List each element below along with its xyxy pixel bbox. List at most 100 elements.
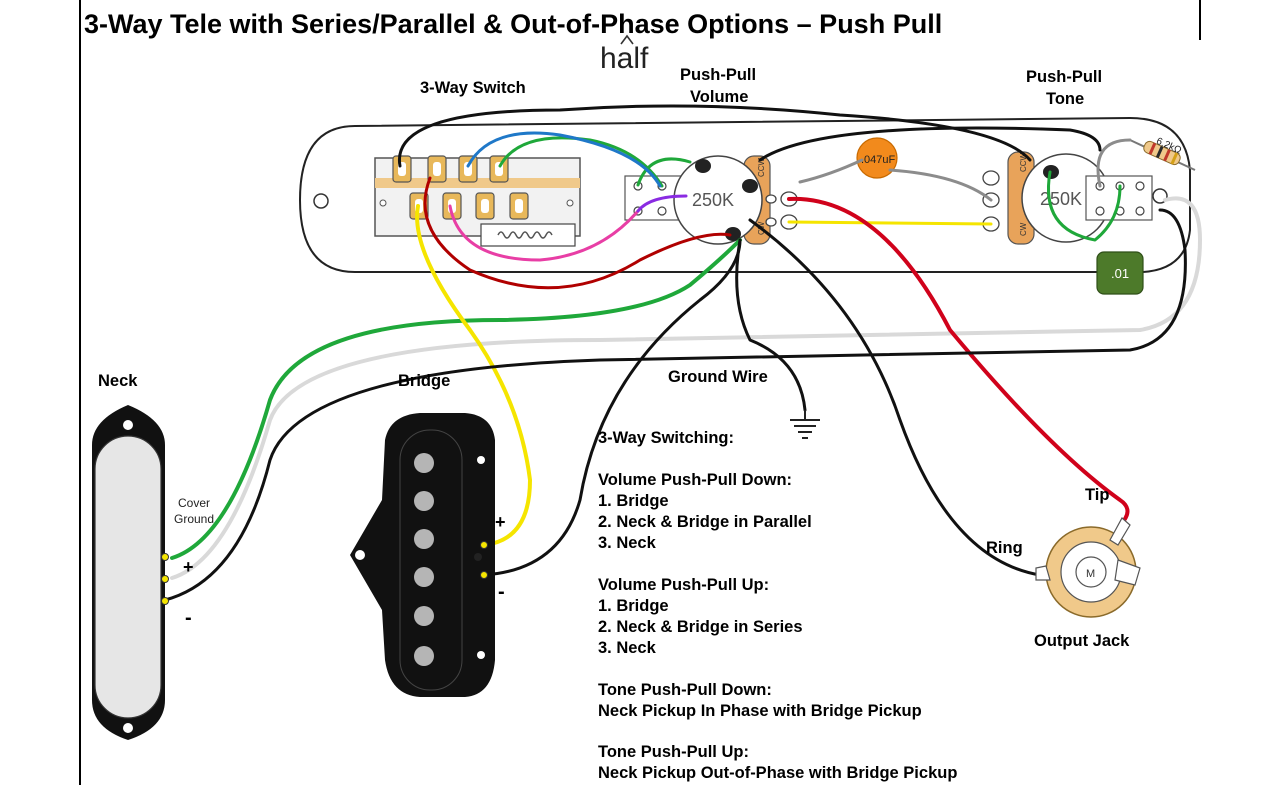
capacitor-047-label: .047uF — [861, 154, 896, 166]
notes-switching-heading: 3-Way Switching: — [598, 429, 734, 447]
capacitor-047: .047uF — [856, 137, 898, 179]
jack-tip-lug — [1109, 517, 1131, 546]
switch-mount-hole-right — [566, 199, 574, 207]
tip-label: Tip — [1085, 486, 1109, 504]
volume-pot-ccw-label: CCW — [757, 157, 766, 177]
bridge-plus-label: + — [495, 512, 506, 532]
wire-magenta — [448, 204, 640, 262]
jack-center-label: M — [1086, 568, 1095, 580]
wire-red-tip — [787, 196, 1130, 527]
tone-label-line1: Push-Pull — [1026, 68, 1102, 86]
wire-yellow-vol-tone — [787, 220, 993, 226]
tone-pot-cw-label: CW — [1019, 222, 1028, 236]
bridge-pickup: Bridge + - — [350, 372, 506, 697]
wires — [163, 104, 1202, 602]
bridge-mount-hole-left — [355, 550, 365, 560]
switch-mount-hole-left — [379, 199, 387, 207]
wire-white-neck — [170, 196, 1202, 580]
bridge-polepiece-3 — [414, 529, 434, 549]
bridge-polepiece-6 — [414, 646, 434, 666]
neck-terminal-minus — [161, 597, 169, 605]
neck-mount-hole-top — [123, 420, 133, 430]
ground-wire-label: Ground Wire — [668, 368, 768, 386]
wire-green-switch — [498, 136, 664, 188]
cover-ground-label-line1: Cover — [178, 496, 210, 510]
notes-vol-down-item-2: 2. Neck & Bridge in Parallel — [598, 513, 812, 531]
volume-pot-body — [673, 155, 763, 245]
wire-black-neck-ground — [163, 208, 1187, 602]
output-jack: Tip Ring M Output Jack — [986, 486, 1141, 650]
cover-ground-label-line2: Ground — [174, 512, 214, 526]
wire-yellow-bridge — [415, 204, 532, 547]
neck-label: Neck — [98, 372, 138, 390]
switch-rail — [375, 178, 580, 188]
capacitor-01-label: .01 — [1111, 266, 1129, 281]
bridge-terminal-center — [474, 553, 482, 561]
jack-center — [1075, 556, 1107, 588]
notes-tone-up-heading: Tone Push-Pull Up: — [598, 743, 749, 761]
volume-label-line1: Push-Pull — [680, 66, 756, 84]
tone-label-line2: Tone — [1046, 90, 1084, 108]
wire-green-neck — [170, 238, 742, 560]
neck-pickup: Neck Cover Ground + - — [92, 372, 214, 740]
jack-tip-tab — [1114, 559, 1141, 586]
output-jack-label: Output Jack — [1034, 632, 1130, 650]
notes-vol-down-item-1: 1. Bridge — [598, 492, 669, 510]
notes-vol-down-item-3: 3. Neck — [598, 534, 657, 552]
bridge-polepiece-5 — [414, 606, 434, 626]
switch-spring — [497, 231, 553, 239]
neck-minus-label: - — [185, 607, 192, 629]
bridge-polepiece-4 — [414, 567, 434, 587]
wire-gray-cap-vol — [798, 158, 864, 184]
bridge-mount-hole-top — [477, 456, 485, 464]
volume-pot-value: 250K — [692, 190, 734, 210]
bridge-pickup-bobbin — [399, 429, 463, 691]
handwritten-insert: half — [600, 42, 649, 75]
volume-pot: 250K CCW CW — [673, 155, 771, 245]
wire-black-tone — [758, 126, 1102, 162]
wire-black-top — [397, 104, 1032, 168]
neck-terminal-ground — [161, 553, 169, 561]
wire-blue — [466, 131, 662, 188]
wire-black-ring — [748, 218, 1042, 577]
ring-label: Ring — [986, 539, 1023, 557]
switch-label: 3-Way Switch — [420, 79, 526, 97]
switching-notes: 3-Way Switching: Volume Push-Pull Down: … — [598, 429, 957, 782]
tone-pot-value: 250K — [1040, 189, 1082, 209]
bridge-label: Bridge — [398, 372, 450, 390]
jack-ring-lug — [1035, 565, 1051, 581]
wire-black-bridge — [482, 238, 742, 577]
neck-plus-label: + — [183, 557, 194, 577]
volume-pot-solder-lug — [742, 179, 758, 193]
neck-terminal-plus — [161, 575, 169, 583]
neck-pickup-cover — [94, 435, 162, 719]
bridge-mount-hole-bottom — [477, 651, 485, 659]
diagram-title: 3-Way Tele with Series/Parallel & Out-of… — [84, 9, 942, 39]
three-way-switch — [374, 155, 581, 247]
notes-tone-down-heading: Tone Push-Pull Down: — [598, 681, 772, 699]
tone-pot-ccw-label: CCW — [1019, 152, 1028, 172]
notes-vol-down-heading: Volume Push-Pull Down: — [598, 471, 792, 489]
notes-tone-down-text: Neck Pickup In Phase with Bridge Pickup — [598, 702, 922, 720]
volume-pot-solder-top — [695, 159, 711, 173]
ground-symbol — [790, 410, 820, 439]
wire-purple — [636, 194, 688, 213]
insert-caret — [620, 34, 634, 45]
wire-green-vol-switch — [636, 157, 692, 187]
notes-vol-up-item-2: 2. Neck & Bridge in Series — [598, 618, 803, 636]
wire-green-tone — [1047, 170, 1122, 242]
neck-mount-hole-bottom — [123, 723, 133, 733]
volume-label-line2: Volume — [690, 88, 748, 106]
wire-darkred-switch — [423, 176, 732, 290]
wire-gray-cap-tone — [888, 168, 993, 202]
bridge-polepiece-2 — [414, 491, 434, 511]
bridge-polepiece-1 — [414, 453, 434, 473]
notes-tone-up-text: Neck Pickup Out-of-Phase with Bridge Pic… — [598, 764, 957, 782]
volume-pot-solder-bottom — [725, 227, 741, 241]
wire-black-ground — [735, 238, 807, 412]
plate-screw-hole-left — [313, 193, 329, 209]
capacitor-01: .01 — [1096, 251, 1144, 295]
notes-vol-up-heading: Volume Push-Pull Up: — [598, 576, 769, 594]
